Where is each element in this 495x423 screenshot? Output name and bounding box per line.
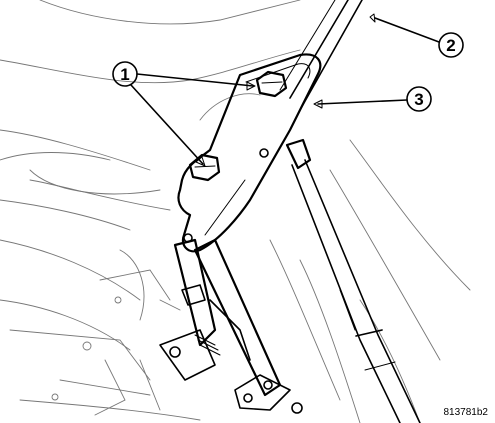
bolt-upper bbox=[255, 70, 288, 98]
callout-1: 1 bbox=[112, 61, 256, 167]
callout-3: 3 bbox=[313, 86, 432, 112]
bolt-lower bbox=[188, 153, 221, 182]
callout-1-leader-upper bbox=[136, 73, 254, 87]
hinge-lower-links bbox=[159, 238, 303, 414]
callout-2-circle bbox=[438, 32, 464, 58]
background-body-lines bbox=[0, 0, 471, 423]
callout-3-label: 3 bbox=[414, 90, 423, 109]
hood-panel bbox=[279, 0, 363, 111]
figure-id: 813781b2 bbox=[444, 407, 489, 418]
callout-2-leader bbox=[374, 17, 440, 43]
hood-support-strut bbox=[285, 138, 421, 423]
callout-1-leader-lower bbox=[130, 84, 204, 165]
callout-1-label: 1 bbox=[120, 65, 129, 84]
callout-3-circle bbox=[406, 86, 432, 112]
callout-2-label: 2 bbox=[446, 36, 455, 55]
callout-3-leader bbox=[317, 99, 408, 105]
callout-2: 2 bbox=[369, 13, 464, 58]
